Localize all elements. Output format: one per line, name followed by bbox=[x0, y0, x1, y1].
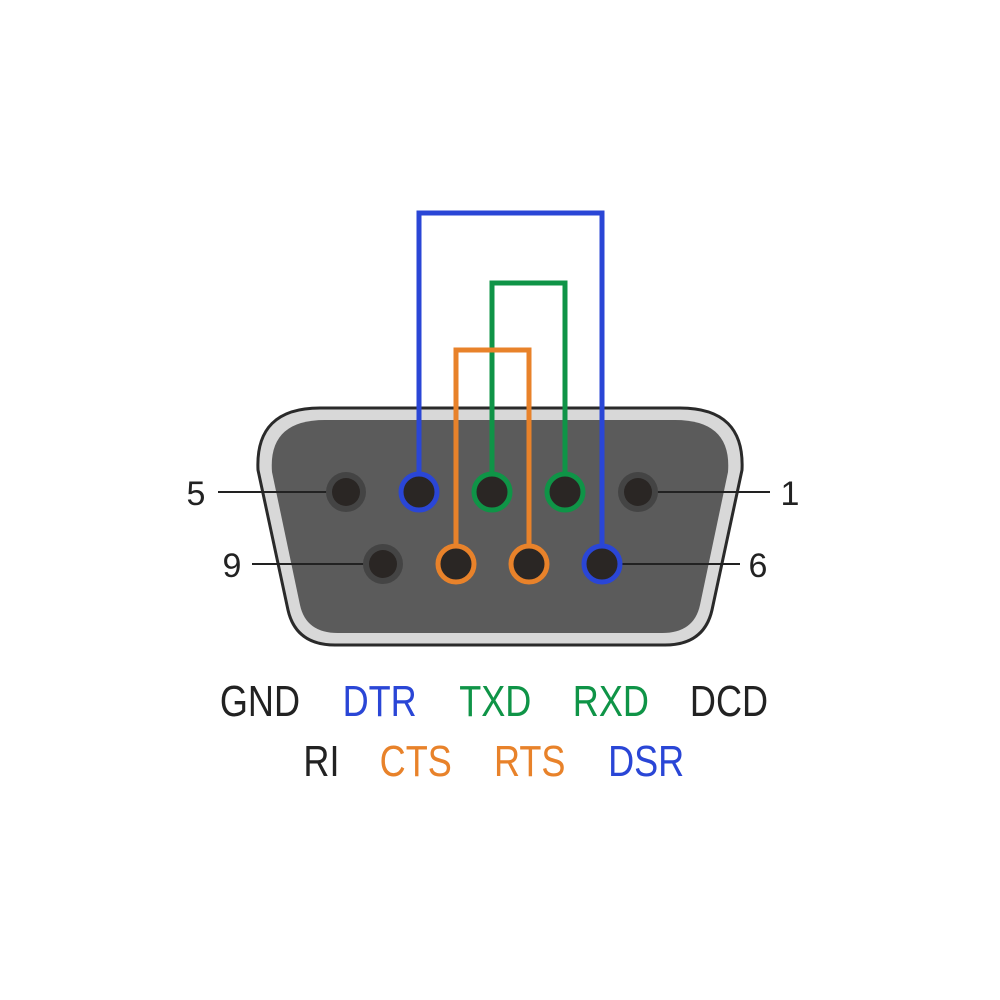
signal-rts: RTS bbox=[494, 737, 565, 786]
signal-rxd: RXD bbox=[573, 677, 649, 726]
signal-gnd: GND bbox=[220, 677, 300, 726]
pin-4 bbox=[398, 471, 440, 513]
signal-dsr: DSR bbox=[608, 737, 684, 786]
pin-number-6: 6 bbox=[749, 547, 768, 585]
pin-number-5: 5 bbox=[187, 475, 206, 513]
wire-txd-rxd bbox=[489, 280, 568, 480]
pin-2 bbox=[544, 471, 586, 513]
pin-7 bbox=[508, 543, 550, 585]
signal-ri: RI bbox=[303, 737, 339, 786]
pin-3 bbox=[471, 471, 513, 513]
pin-6 bbox=[581, 543, 623, 585]
signal-dcd: DCD bbox=[690, 677, 768, 726]
pin-number-9: 9 bbox=[223, 547, 242, 585]
wire-cts-rts bbox=[453, 347, 532, 552]
pin-number-1: 1 bbox=[781, 475, 800, 513]
pin-8 bbox=[435, 543, 477, 585]
leader-lines bbox=[218, 491, 770, 565]
connector-face bbox=[271, 420, 729, 633]
signal-cts: CTS bbox=[380, 737, 452, 786]
pins bbox=[326, 471, 658, 585]
signal-dtr: DTR bbox=[343, 677, 417, 726]
wire-dtr-dsr bbox=[416, 210, 605, 552]
signal-txd: TXD bbox=[459, 677, 531, 726]
